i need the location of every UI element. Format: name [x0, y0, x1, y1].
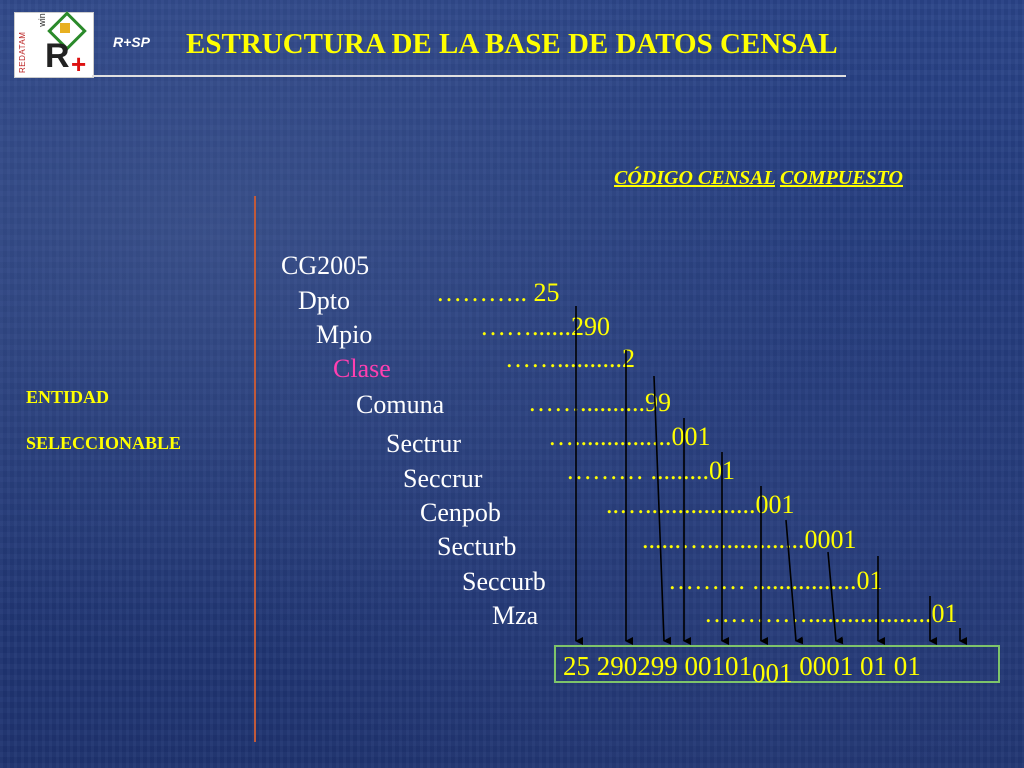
level-mza: Mza: [492, 601, 539, 630]
level-clase: Clase: [333, 354, 391, 383]
code-comuna: ……..........99: [528, 388, 671, 417]
code-header: CÓDIGO CENSAL COMPUESTO: [614, 167, 903, 190]
level-cg2005: CG2005: [281, 251, 370, 280]
code-dpto: ……….. 25: [436, 278, 560, 307]
code-secturb: ......…...............0001: [642, 525, 857, 554]
logo-r-text: R: [45, 37, 70, 75]
entity-label-line1: ENTIDAD: [26, 387, 110, 407]
composite-code-box: 25 290299 00101001 0001 01 01: [554, 645, 1000, 687]
redatam-logo: REDATAM win R +: [14, 11, 94, 79]
level-cenpob: Cenpob: [420, 498, 501, 527]
level-mpio: Mpio: [316, 320, 373, 349]
arrow-cenpob: [785, 519, 804, 645]
composite-code-end: 0001 01 01: [792, 651, 921, 681]
composite-code-start: 25 290299 00101: [563, 651, 752, 681]
title-underline: [92, 75, 846, 77]
entity-label-line2: SELECCIONABLE: [26, 433, 182, 453]
product-tag: R+SP: [113, 34, 150, 50]
code-seccurb: ……… ................01: [668, 566, 883, 595]
arrow-clase: [653, 375, 672, 645]
code-header-part2: COMPUESTO: [779, 167, 903, 189]
code-mza: …………...................01: [704, 599, 958, 628]
code-clase: ……..........2: [505, 344, 635, 373]
code-header-part1: CÓDIGO CENSAL: [614, 167, 775, 189]
level-comuna: Comuna: [356, 390, 445, 419]
logo-plus-text: +: [71, 49, 87, 79]
code-cenpob: ..….................001: [606, 490, 795, 519]
level-secturb: Secturb: [437, 532, 517, 561]
page-title: ESTRUCTURA DE LA BASE DE DATOS CENSAL: [186, 28, 838, 60]
composite-code-sub: 001: [752, 658, 793, 688]
level-sectrur: Sectrur: [386, 429, 462, 458]
divider-line: [254, 196, 256, 742]
code-seccrur: ……… .........01: [566, 456, 735, 485]
level-seccrur: Seccrur: [403, 464, 483, 493]
logo-figure-icon: [60, 23, 70, 33]
level-dpto: Dpto: [298, 286, 350, 315]
level-seccurb: Seccurb: [462, 567, 546, 596]
code-mpio: ……......290: [480, 312, 610, 341]
composite-code: 25 290299 00101001 0001 01 01: [563, 651, 921, 687]
arrow-secturb: [827, 551, 844, 645]
